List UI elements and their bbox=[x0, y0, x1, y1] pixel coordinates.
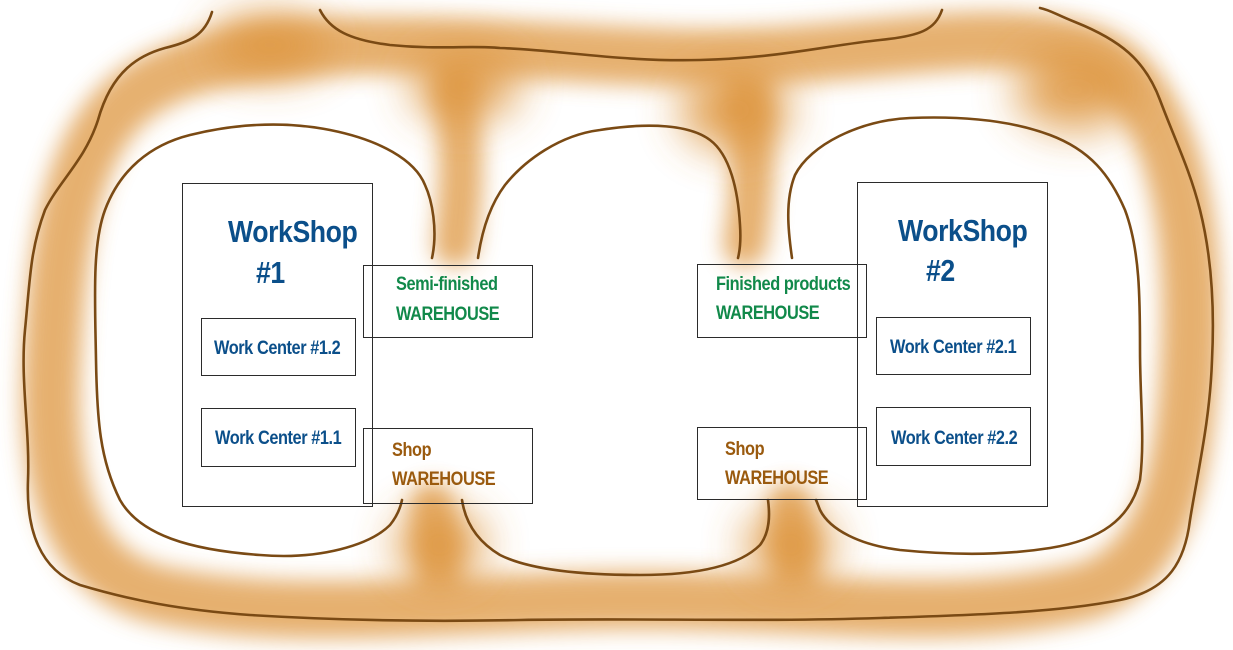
work-center-1-1-label: Work Center #1.1 bbox=[215, 428, 342, 449]
workshop-1-title: WorkShop bbox=[228, 214, 358, 249]
work-center-2-2-label: Work Center #2.2 bbox=[891, 428, 1018, 449]
workshop-2-box[interactable] bbox=[857, 182, 1048, 507]
shop-warehouse-2-box[interactable] bbox=[697, 427, 867, 500]
shop-warehouse-2-label-line1: Shop bbox=[725, 439, 765, 460]
work-center-2-1-label: Work Center #2.1 bbox=[890, 337, 1017, 358]
shop-warehouse-1-label-line1: Shop bbox=[392, 440, 432, 461]
semi-finished-warehouse-box[interactable] bbox=[363, 265, 533, 338]
work-center-1-2-label: Work Center #1.2 bbox=[214, 338, 341, 359]
work-center-1-2-box[interactable] bbox=[201, 318, 356, 376]
work-center-2-2-box[interactable] bbox=[876, 407, 1031, 466]
workshop-2-number: #2 bbox=[926, 253, 955, 288]
road-outline bbox=[22, 6, 1215, 623]
workshop-1-number: #1 bbox=[256, 255, 285, 290]
shop-warehouse-1-label-line2: WAREHOUSE bbox=[392, 469, 496, 490]
finished-products-warehouse-label-line1: Finished products bbox=[716, 274, 851, 295]
work-center-1-1-box[interactable] bbox=[201, 408, 356, 467]
semi-finished-warehouse-label-line1: Semi-finished bbox=[396, 274, 498, 295]
workshop-2-title: WorkShop bbox=[898, 213, 1028, 248]
shop-warehouse-1-box[interactable] bbox=[363, 428, 533, 504]
work-center-2-1-box[interactable] bbox=[876, 317, 1031, 375]
semi-finished-warehouse-label-line2: WAREHOUSE bbox=[396, 304, 500, 325]
shop-warehouse-2-label-line2: WAREHOUSE bbox=[725, 468, 829, 489]
finished-products-warehouse-box[interactable] bbox=[697, 264, 867, 338]
finished-products-warehouse-label-line2: WAREHOUSE bbox=[716, 303, 820, 324]
workshop-1-box[interactable] bbox=[182, 183, 373, 507]
